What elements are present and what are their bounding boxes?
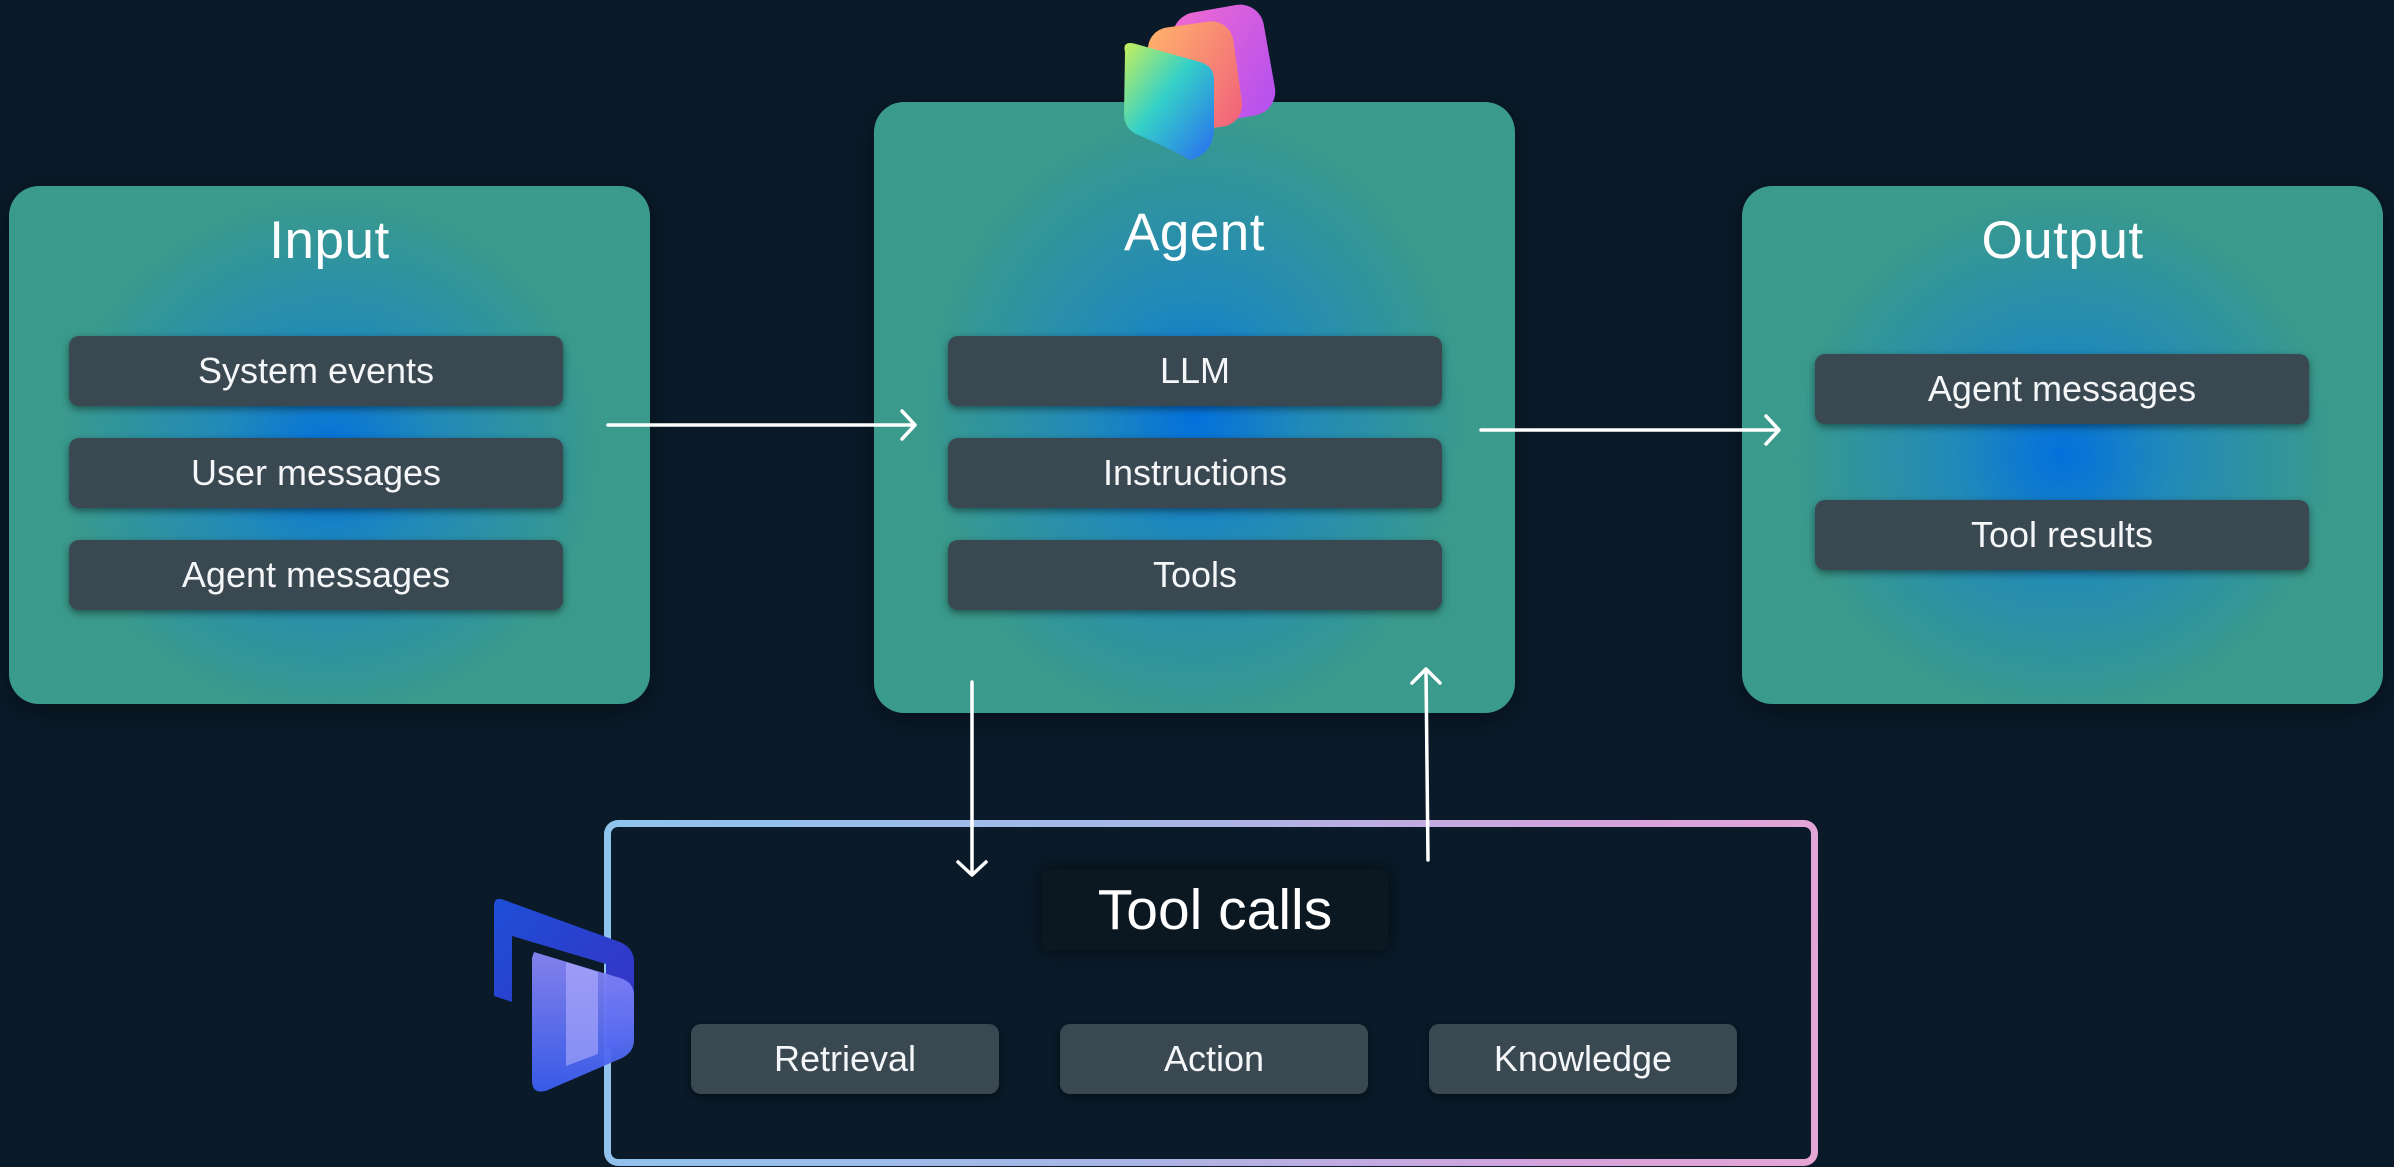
agent-item-label: Tools	[1152, 554, 1238, 595]
arrow-input-to-agent	[606, 409, 917, 441]
agent-title: Agent	[1123, 203, 1265, 262]
output-item-tool-results: Tool results	[1815, 500, 2309, 570]
input-item-system-events: System events	[69, 336, 563, 406]
output-item-label: Agent messages	[1927, 368, 2197, 409]
dynamics-logo-icon	[494, 898, 634, 1092]
input-item-agent-messages: Agent messages	[69, 540, 563, 610]
input-item-user-messages: User messages	[69, 438, 563, 508]
input-panel: Input System events User messages Agent …	[9, 186, 650, 704]
tool-item-label: Retrieval	[773, 1038, 917, 1079]
input-title: Input	[269, 211, 390, 270]
agent-panel: Agent LLM Instructions Tools	[874, 102, 1515, 713]
output-panel: Output Agent messages Tool results	[1742, 186, 2383, 704]
arrow-agent-to-tool-calls	[956, 680, 988, 877]
tool-item-label: Knowledge	[1493, 1038, 1673, 1079]
input-item-label: System events	[197, 350, 435, 391]
tool-calls-title: Tool calls	[1042, 870, 1388, 950]
tool-item-retrieval: Retrieval	[691, 1024, 999, 1094]
arrow-agent-to-output	[1479, 414, 1781, 446]
tool-item-knowledge: Knowledge	[1429, 1024, 1737, 1094]
output-item-agent-messages: Agent messages	[1815, 354, 2309, 424]
output-title: Output	[1981, 211, 2144, 270]
input-item-label: Agent messages	[181, 554, 451, 595]
arrow-tool-calls-to-agent	[1410, 667, 1442, 862]
agent-item-label: LLM	[1159, 350, 1231, 391]
output-item-label: Tool results	[1970, 514, 2154, 555]
copilot-logo-icon	[1124, 4, 1276, 160]
agent-item-llm: LLM	[948, 336, 1442, 406]
agent-item-label: Instructions	[1102, 452, 1288, 493]
tool-item-action: Action	[1060, 1024, 1368, 1094]
agent-item-instructions: Instructions	[948, 438, 1442, 508]
agent-item-tools: Tools	[948, 540, 1442, 610]
input-item-label: User messages	[190, 452, 442, 493]
tool-item-label: Action	[1163, 1038, 1265, 1079]
